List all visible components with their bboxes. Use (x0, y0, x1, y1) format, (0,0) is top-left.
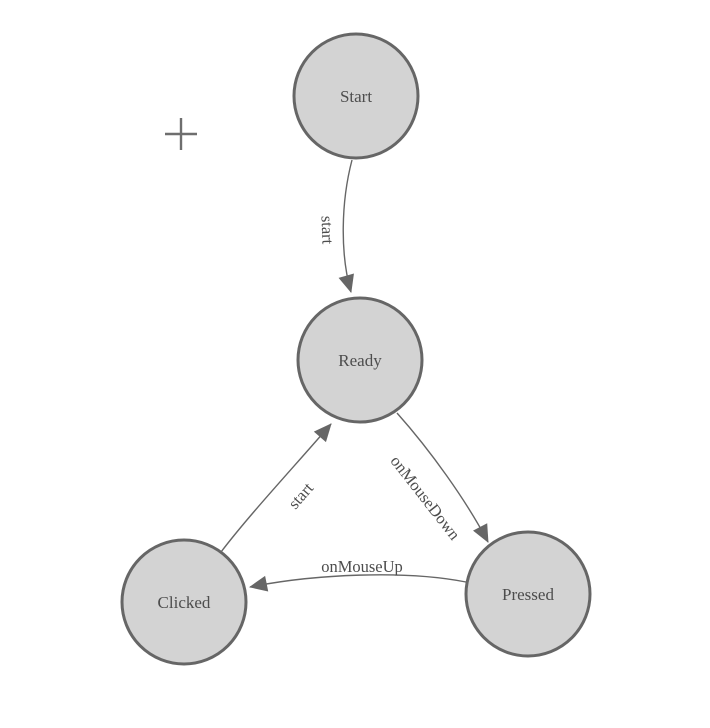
edge-label-onmousedown[interactable]: onMouseDown (387, 452, 465, 544)
state-node-ready[interactable]: Ready (296, 296, 424, 424)
edge-clicked-to-ready[interactable] (220, 423, 332, 553)
state-circle-pressed[interactable] (464, 530, 592, 658)
edge-ready-to-pressed[interactable] (396, 412, 489, 543)
state-circle-start[interactable] (292, 32, 420, 160)
state-node-clicked[interactable]: Clicked (120, 538, 248, 666)
edge-label-start-top[interactable]: start (318, 215, 338, 244)
state-label-ready: Ready (338, 351, 382, 370)
state-label-start: Start (340, 87, 372, 106)
state-circle-clicked[interactable] (120, 538, 248, 666)
state-label-pressed: Pressed (502, 585, 554, 604)
edge-label-onmouseup[interactable]: onMouseUp (321, 557, 403, 576)
state-label-clicked: Clicked (158, 593, 211, 612)
crosshair-cursor (165, 118, 197, 150)
edge-start-to-ready[interactable] (338, 159, 354, 293)
state-circle-ready[interactable] (296, 296, 424, 424)
state-node-pressed[interactable]: Pressed (464, 530, 592, 658)
state-node-start[interactable]: Start (292, 32, 420, 160)
edge-pressed-to-clicked[interactable] (249, 574, 467, 592)
edge-label-start-bottom[interactable]: start (284, 478, 317, 512)
